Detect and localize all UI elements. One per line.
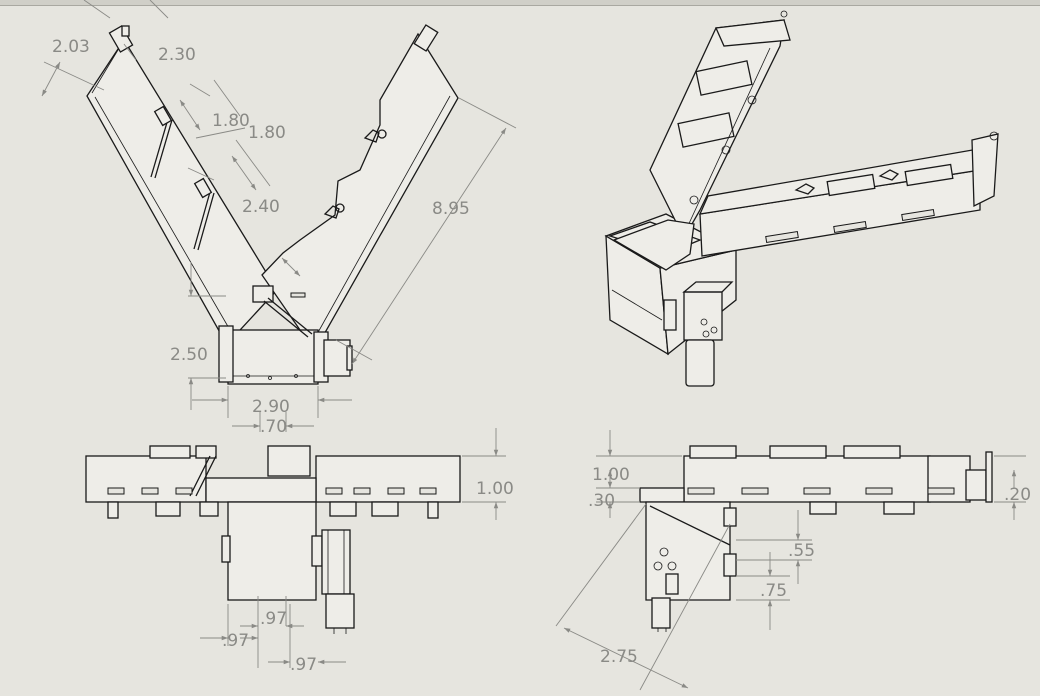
front-dim-1-00: 1.00 (476, 479, 514, 499)
side-view: 1.00 .30 .20 .55 .75 2.75 (555, 430, 1031, 691)
dim-2-03: 2.03 (52, 37, 90, 57)
side-dim-20: .20 (1004, 485, 1031, 505)
dim-70: .70 (260, 417, 287, 437)
side-dim-1-00: 1.00 (592, 465, 630, 485)
side-dim-30: .30 (588, 491, 615, 511)
top-view-dimensions: 2.03 2.30 1.80 1.80 2.40 8.95 2.50 2.90 … (41, 0, 517, 437)
sheet-top-border (0, 0, 1040, 6)
dim-2-50: 2.50 (170, 345, 208, 365)
dim-1-80-a: 1.80 (212, 111, 250, 131)
front-dim-97-c: .97 (290, 655, 317, 675)
isometric-view (604, 10, 999, 387)
dim-1-80-b: 1.80 (248, 123, 286, 143)
front-view: 1.00 .97 .97 .97 (85, 428, 514, 675)
dim-2-30: 2.30 (158, 45, 196, 65)
side-dim-55: .55 (788, 541, 815, 561)
left-arm (86, 25, 278, 347)
dim-2-40: 2.40 (242, 197, 280, 217)
side-dim-75: .75 (760, 581, 787, 601)
front-dim-97-a: .97 (260, 609, 287, 629)
top-view: 2.03 2.30 1.80 1.80 2.40 8.95 2.50 2.90 … (41, 0, 517, 437)
side-dim-2-75: 2.75 (600, 647, 638, 667)
dim-8-95: 8.95 (432, 199, 470, 219)
right-arm (261, 24, 459, 339)
base-box (218, 285, 353, 385)
front-dim-97-b: .97 (222, 631, 249, 651)
dim-2-90: 2.90 (252, 397, 290, 417)
